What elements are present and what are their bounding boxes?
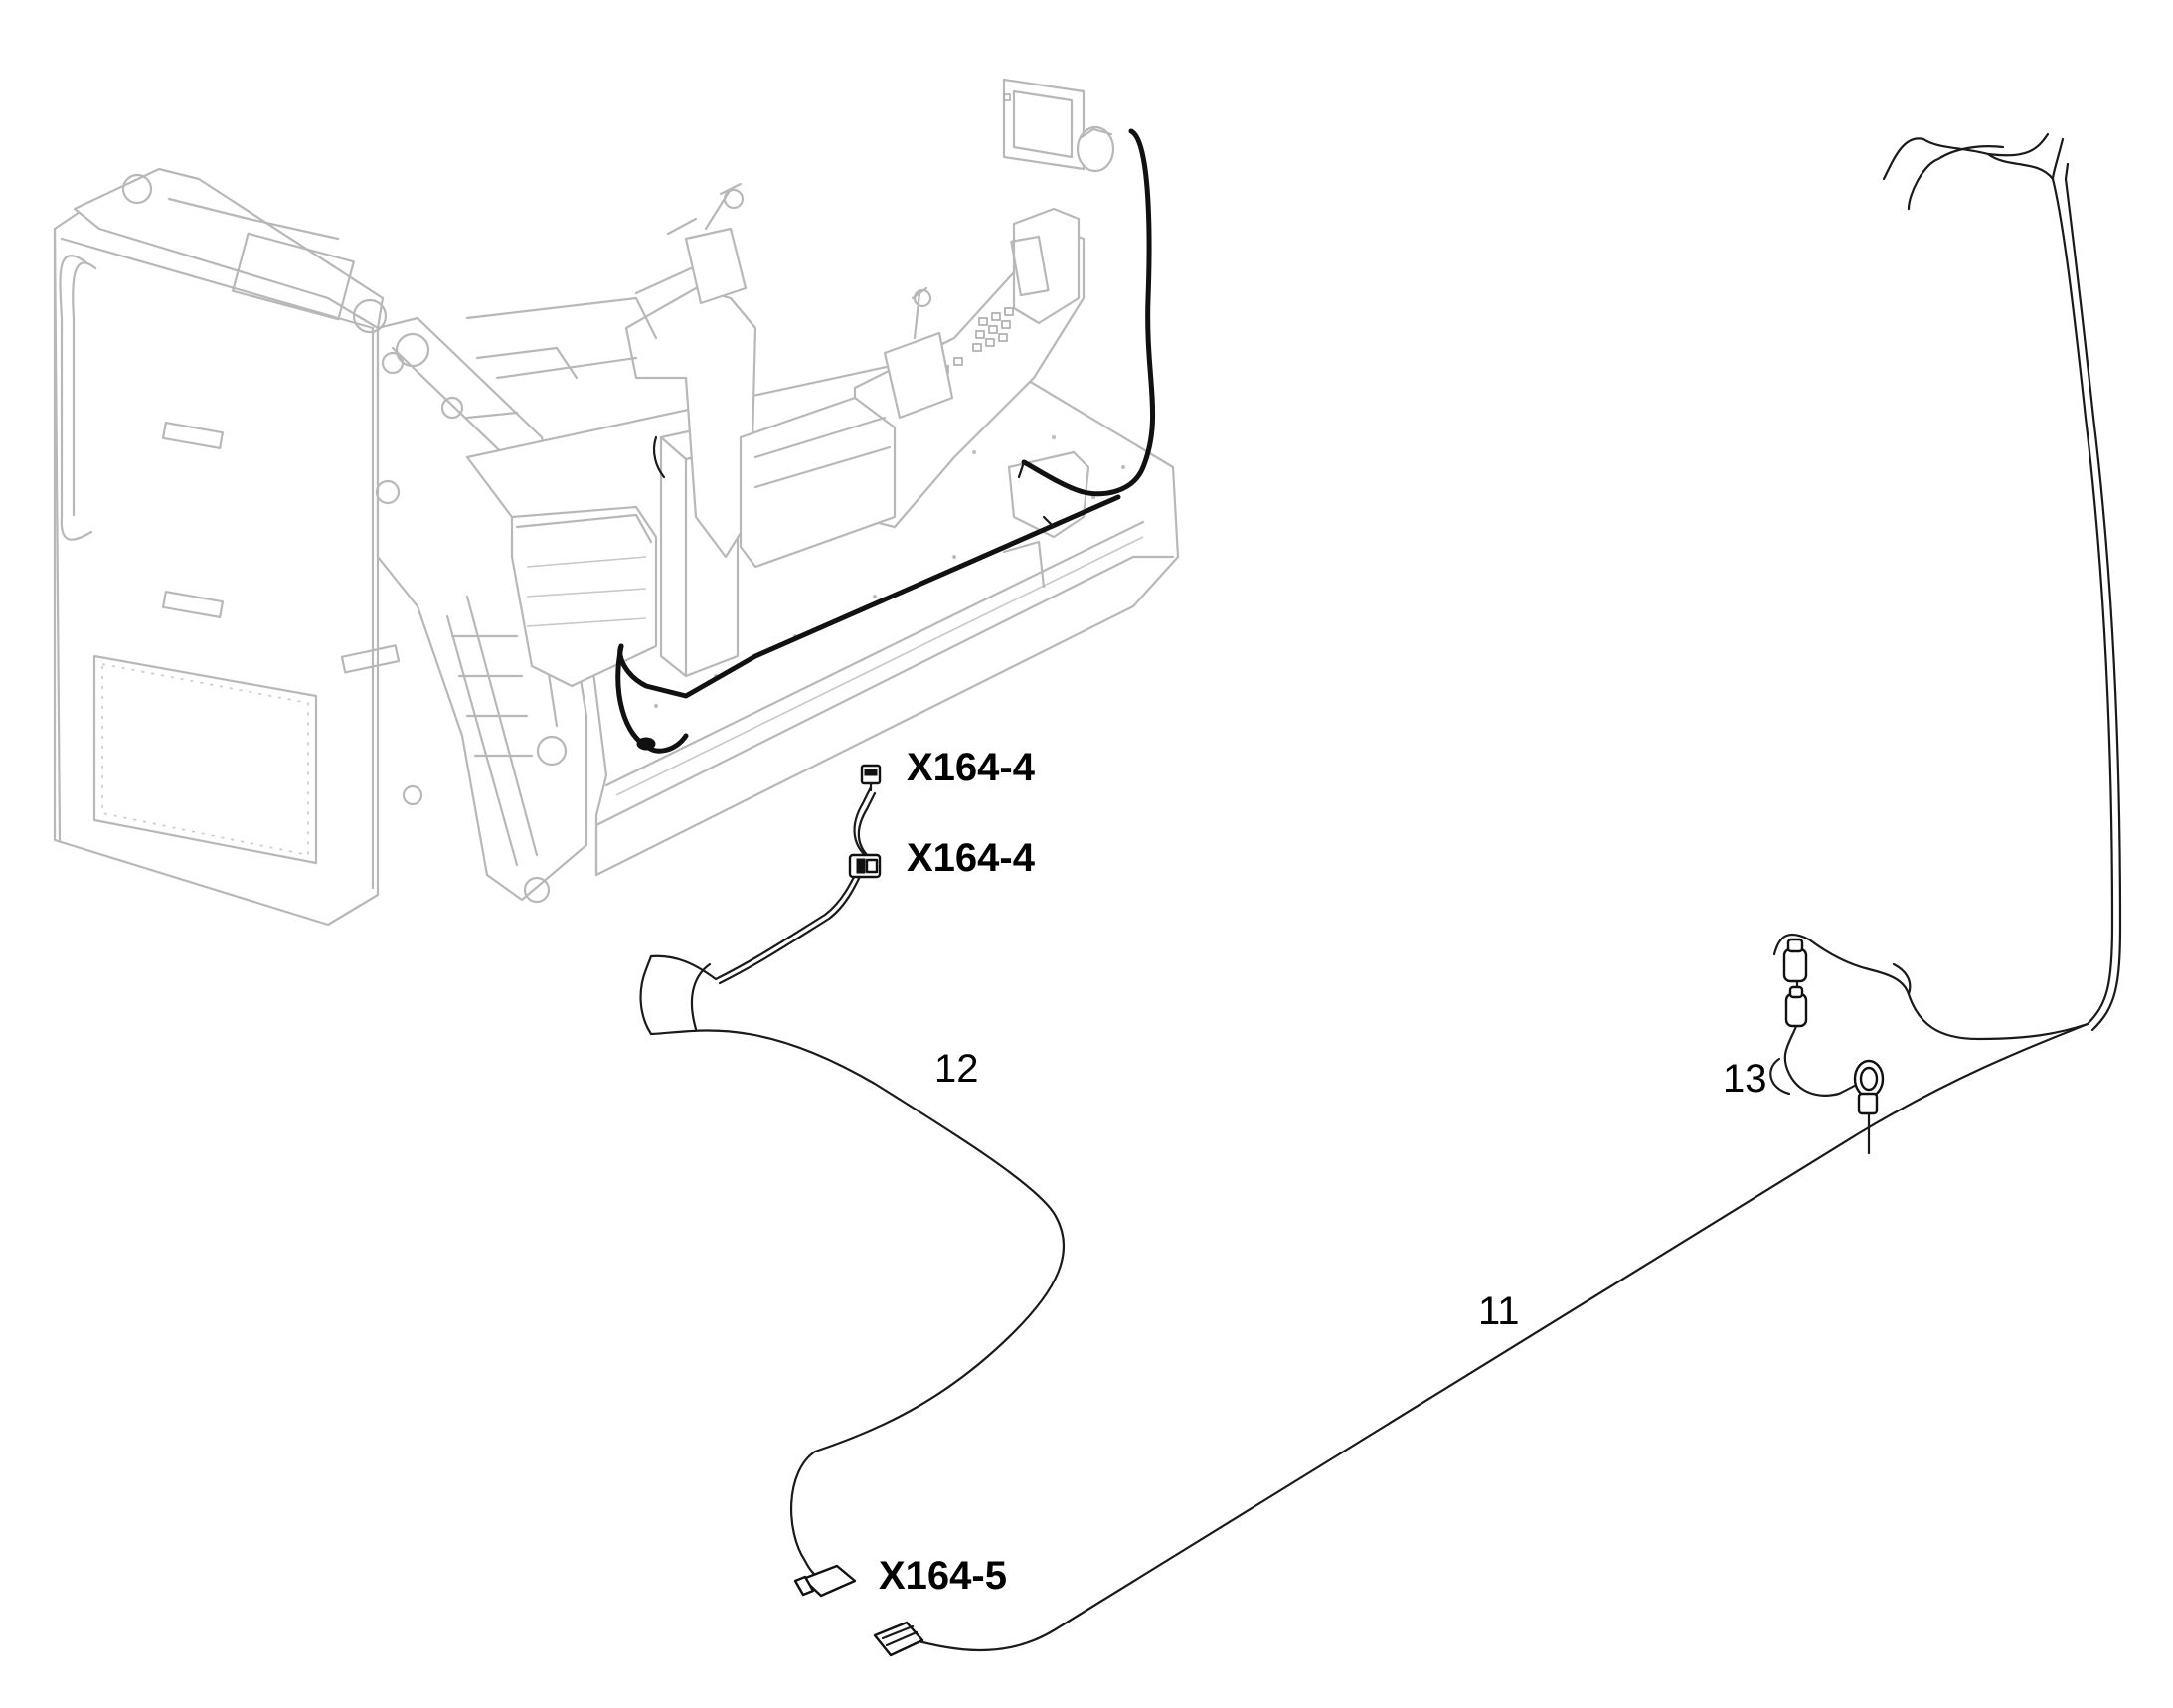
harness-13-plug-lower xyxy=(1784,985,1808,1028)
panel-slot-1 xyxy=(161,421,225,450)
display-monitor xyxy=(1002,78,1115,173)
panel-handle xyxy=(59,255,93,541)
connector-x164-4-top xyxy=(860,764,882,792)
label-harness-12: 12 xyxy=(934,1047,979,1091)
label-x164-4-top: X164-4 xyxy=(907,746,1036,789)
left-console-box xyxy=(510,505,658,688)
harness-12-cable-a xyxy=(639,785,1065,1583)
machine-cable-run xyxy=(615,128,1156,754)
panel-slot-3 xyxy=(340,644,401,674)
harness-13 xyxy=(1769,938,1885,1155)
connector-x164-4-bottom xyxy=(848,853,882,879)
harness-11 xyxy=(873,132,2122,1657)
lower-cover-plate xyxy=(92,654,318,865)
top-hinge-bracket xyxy=(73,167,385,330)
connector-x164-5-receptacle xyxy=(873,1621,924,1657)
harness-12 xyxy=(639,764,1065,1598)
mount-bracket xyxy=(1007,450,1090,539)
connector-x164-5-plug xyxy=(793,1564,857,1598)
keypad xyxy=(939,307,1014,374)
label-x164-5: X164-5 xyxy=(879,1554,1007,1598)
label-harness-13: 13 xyxy=(1723,1057,1767,1101)
label-x164-4-bottom: X164-4 xyxy=(907,836,1036,880)
harness-11-main-cable xyxy=(913,177,2114,1652)
label-harness-11: 11 xyxy=(1478,1289,1520,1333)
panel-slot-2 xyxy=(161,590,225,619)
seat-base xyxy=(739,396,897,569)
harness-13-cable xyxy=(1783,977,1869,1097)
harness-13-plug-upper xyxy=(1782,938,1808,983)
harness-13-sensor xyxy=(1853,1059,1885,1155)
